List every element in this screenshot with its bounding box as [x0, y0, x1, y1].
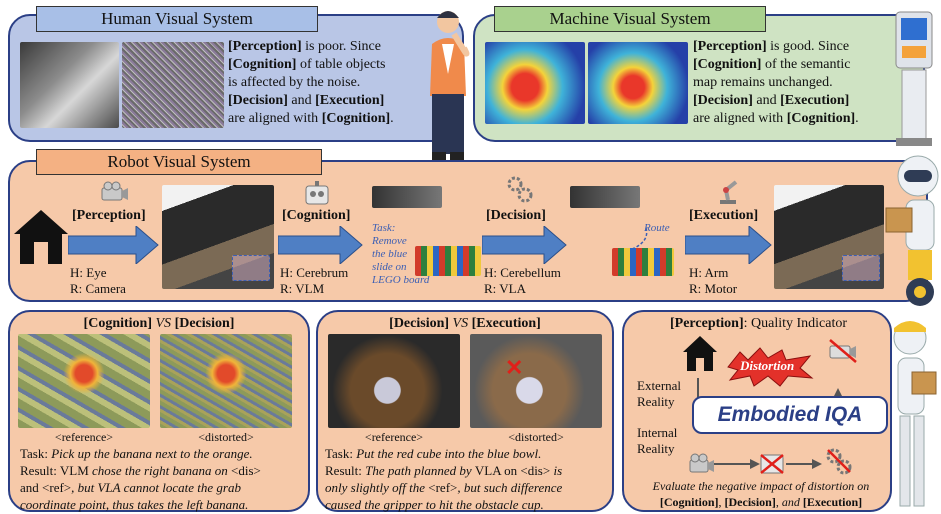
lego-board-2 — [612, 248, 674, 276]
robot-h-arm: H: Arm — [689, 265, 729, 280]
eiqa-house-icon — [683, 336, 717, 371]
robot-r-vla: R: VLA — [484, 281, 527, 296]
machine-description: [Perception] is good. Since [Cognition] … — [693, 39, 859, 126]
robot-arrow-3 — [482, 226, 567, 264]
human-description: [Perception] is poor. Since [Cognition] … — [228, 39, 394, 126]
dec-vs-exe-text: Task: Put the red cube into the blue bow… — [325, 446, 563, 512]
human-camera-image — [20, 42, 119, 128]
robot-h-cerebellum: H: Cerebellum — [484, 265, 561, 280]
cog-ref-image — [18, 334, 150, 428]
gears-icon — [507, 176, 533, 203]
delivery-robot-icon — [885, 155, 939, 306]
eiqa-camera-icon — [689, 453, 714, 473]
robot-r-motor: R: Motor — [689, 281, 738, 296]
robot-arrow-1 — [68, 226, 159, 264]
robot-decision-label: [Decision] — [486, 208, 546, 223]
dec-vs-exe-title: [Decision] VS [Execution] — [389, 316, 541, 331]
broken-camera-icon — [829, 339, 857, 363]
machine-visual-title: Machine Visual System — [494, 6, 766, 32]
robot-arm-gripper-2 — [570, 186, 640, 208]
thinking-person-icon — [430, 11, 470, 160]
robot-scene-dashed-box-2 — [842, 255, 880, 281]
machine-heatmap-2 — [588, 42, 688, 124]
robot-r-vlm: R: VLM — [280, 281, 325, 296]
robot-arm-icon — [720, 180, 738, 204]
lego-board-1 — [415, 246, 481, 276]
robot-execution-label: [Execution] — [689, 208, 759, 223]
human-noisy-image — [122, 42, 224, 128]
robot-perception-label: [Perception] — [72, 208, 146, 223]
broken-robot-head-icon — [760, 454, 784, 474]
dec-dis-caption: <distorted> — [508, 430, 564, 444]
robot-scene-dashed-box-1 — [232, 255, 270, 281]
camera-icon — [101, 181, 128, 201]
robot-route-label: Route — [644, 222, 670, 234]
robot-arrow-4 — [685, 226, 772, 264]
robot-head-icon — [305, 181, 329, 205]
house-icon — [14, 210, 68, 264]
cog-vs-dec-title: [Cognition] VS [Decision] — [83, 316, 235, 331]
embodied-iqa-badge[interactable]: Embodied IQA — [692, 396, 888, 434]
eiqa-description: Evaluate the negative impact of distorti… — [652, 479, 870, 509]
robot-r-camera: R: Camera — [70, 281, 126, 296]
robot-arm-gripper-1 — [372, 186, 442, 208]
cog-dis-image — [160, 334, 292, 428]
cog-dis-caption: <distorted> — [198, 430, 254, 444]
distortion-label: Distortion — [740, 358, 795, 373]
robot-visual-title: Robot Visual System — [36, 149, 322, 175]
eiqa-title: [Perception]: Quality Indicator — [670, 316, 848, 331]
broken-gears-icon — [826, 448, 852, 475]
humanoid-robot-icon — [893, 321, 937, 507]
cog-vs-dec-text: Task: Pick up the banana next to the ora… — [20, 446, 261, 512]
cog-ref-caption: <reference> — [54, 430, 114, 444]
kiosk-machine-icon — [895, 11, 933, 146]
robot-cognition-label: [Cognition] — [282, 208, 351, 223]
dec-dis-image — [470, 334, 602, 428]
distortion-burst-icon — [727, 347, 814, 387]
human-visual-title: Human Visual System — [36, 6, 318, 32]
robot-h-cerebrum: H: Cerebrum — [280, 265, 349, 280]
robot-arrow-2 — [278, 226, 363, 264]
robot-h-eye: H: Eye — [70, 265, 107, 280]
collision-x-icon: ✕ — [505, 355, 524, 380]
dec-ref-image — [328, 334, 460, 428]
dec-ref-caption: <reference> — [364, 430, 424, 444]
machine-heatmap-1 — [485, 42, 585, 124]
